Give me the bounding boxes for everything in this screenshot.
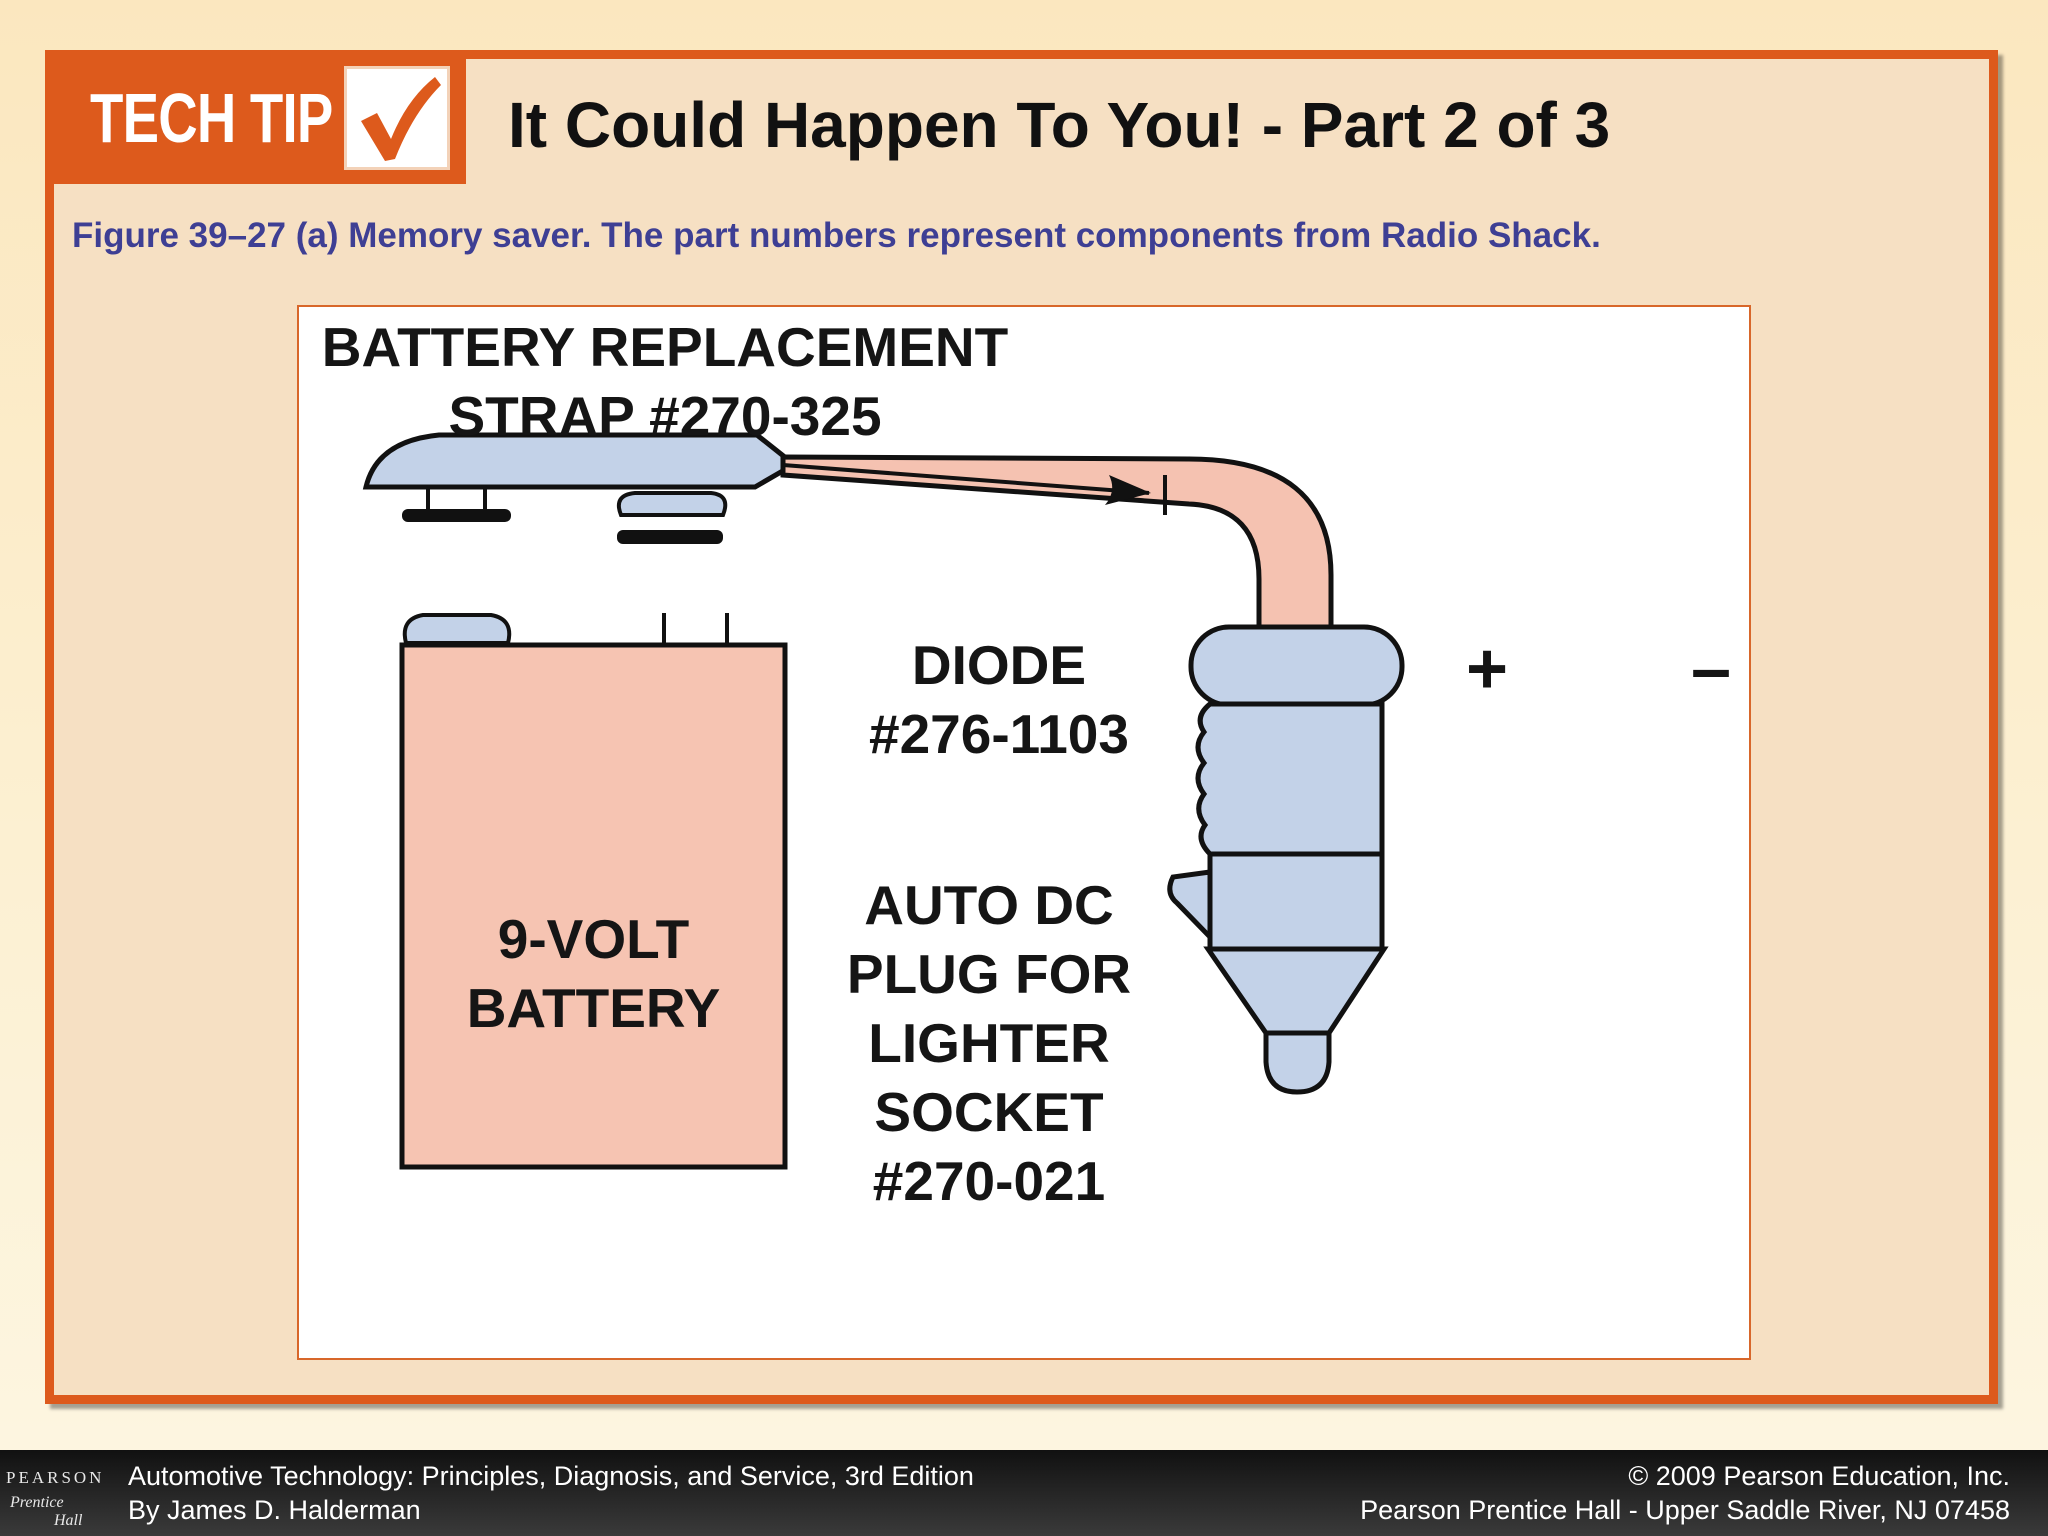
battery-label: 9-VOLT BATTERY (402, 905, 785, 1043)
battery-label-line: BATTERY (466, 977, 721, 1039)
plus-sign: + (1465, 629, 1509, 709)
copyright: © 2009 Pearson Education, Inc. (1628, 1461, 2010, 1491)
book-title: Automotive Technology: Principles, Diagn… (128, 1461, 974, 1491)
tech-tip-badge: TECH TIP (48, 54, 466, 184)
diode-arrow-icon (1105, 475, 1151, 505)
memory-saver-diagram: BATTERY REPLACEMENT STRAP #270-325 DIODE… (297, 305, 1751, 1360)
plug-collar (1207, 851, 1385, 952)
battery-body (399, 642, 788, 1170)
plug-side-contact (1167, 869, 1213, 944)
publisher-imprint: Hall (54, 1512, 83, 1529)
publisher-address: Pearson Prentice Hall - Upper Saddle Riv… (1360, 1495, 2010, 1525)
plug-label-line: LIGHTER (868, 1012, 1110, 1074)
plug-tip-cone (1203, 946, 1389, 1036)
strap-label-line: STRAP #270-325 (448, 385, 882, 447)
checkmark-icon (344, 66, 450, 170)
publisher-name: PEARSON (6, 1468, 105, 1487)
cable-sheath (780, 454, 1334, 630)
figure-caption: Figure 39–27 (a) Memory saver. The part … (72, 216, 1601, 255)
diode-label: DIODE #276-1103 (839, 631, 1159, 769)
book-author: By James D. Halderman (128, 1495, 421, 1525)
publisher-imprint: Prentice (10, 1494, 64, 1511)
footer-bar: PEARSON Prentice Hall Automotive Technol… (0, 1450, 2048, 1536)
plug-label-line: #270-021 (872, 1150, 1106, 1212)
battery-label-line: 9-VOLT (497, 908, 690, 970)
plug-label-line: PLUG FOR (846, 943, 1132, 1005)
plug-cap (1188, 624, 1405, 708)
diode-label-line: DIODE (911, 634, 1087, 696)
tech-tip-label: TECH TIP (90, 79, 333, 157)
strap-label-line: BATTERY REPLACEMENT (321, 316, 1009, 378)
plug-label: AUTO DC PLUG FOR LIGHTER SOCKET #270-021 (819, 871, 1159, 1216)
diode-label-line: #276-1103 (869, 703, 1129, 765)
page-title: It Could Happen To You! - Part 2 of 3 (508, 89, 1611, 161)
plug-label-line: SOCKET (874, 1081, 1104, 1143)
diode-wire (782, 463, 1150, 495)
plug-body (1195, 701, 1385, 857)
strap-label: BATTERY REPLACEMENT STRAP #270-325 (305, 313, 1025, 451)
minus-sign: – (1690, 629, 1732, 709)
plug-label-line: AUTO DC (864, 874, 1114, 936)
pearson-prentice-hall-logo: PEARSON Prentice Hall (0, 1458, 104, 1536)
battery-terminal-left (402, 613, 512, 645)
plug-tip (1263, 1030, 1332, 1095)
